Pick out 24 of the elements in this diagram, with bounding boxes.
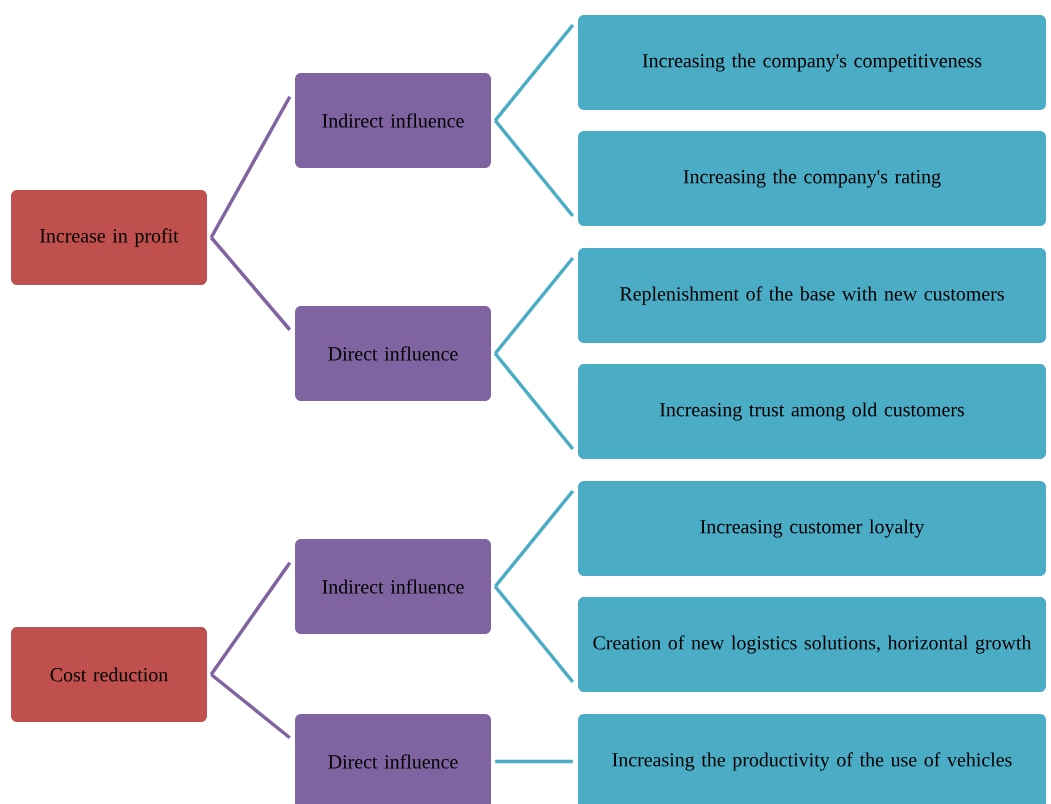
connector-line [210, 673, 291, 740]
process-box: Replenishment of the base with new customers [578, 248, 1046, 343]
connector-line [493, 489, 575, 588]
process-box: Direct influence [295, 306, 491, 401]
process-box: Increasing trust among old customers [578, 364, 1046, 459]
connector-line [493, 256, 575, 355]
connector-line [493, 119, 575, 218]
connector-line [493, 23, 575, 122]
process-box: Direct influence [295, 714, 491, 804]
process-box: Increasing the company's rating [578, 131, 1046, 226]
connector-line [209, 236, 292, 331]
connector-line [493, 352, 575, 451]
process-box: Indirect influence [295, 73, 491, 168]
process-box: Increasing the company's competitiveness [578, 15, 1046, 110]
process-box: Increasing the productivity of the use of vehicles [578, 714, 1046, 804]
connector-line [495, 759, 573, 764]
process-box: Increasing customer loyalty [578, 481, 1046, 576]
process-box: Indirect influence [295, 539, 491, 634]
connector-line [209, 95, 292, 239]
connector-line [209, 561, 292, 676]
process-box: Cost reduction [11, 627, 207, 722]
process-box: Creation of new logistics solutions, horizontal growth [578, 597, 1046, 692]
connector-line [493, 585, 575, 684]
process-box: Increase in profit [11, 190, 207, 285]
